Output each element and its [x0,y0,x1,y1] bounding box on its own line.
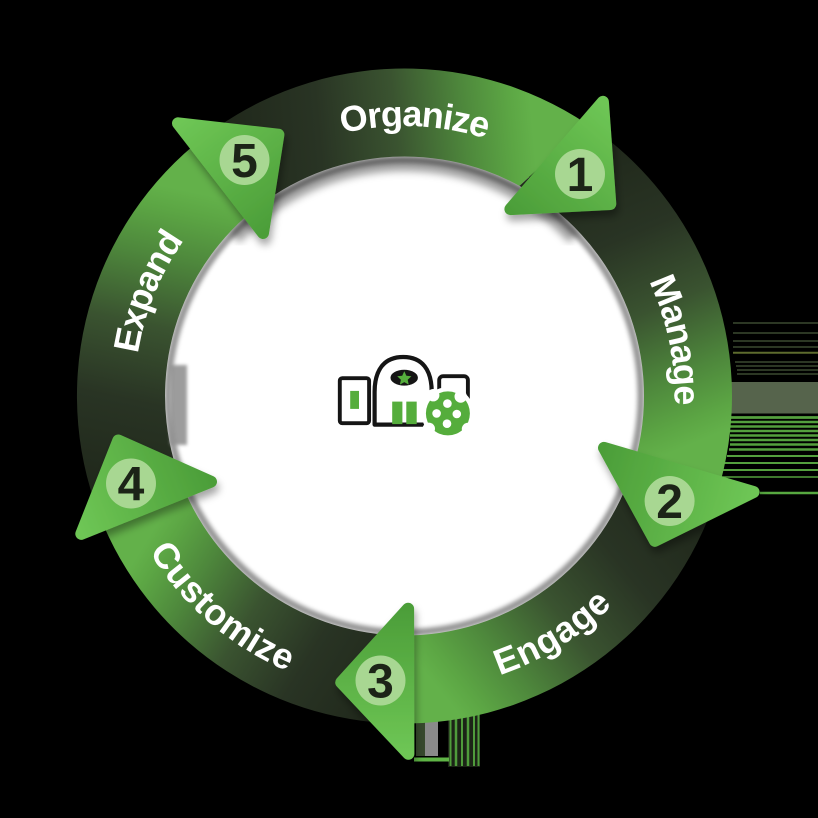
svg-text:5: 5 [231,135,258,188]
svg-text:3: 3 [367,656,394,709]
svg-text:4: 4 [118,459,145,512]
svg-text:1: 1 [567,149,594,202]
svg-text:2: 2 [656,476,683,529]
